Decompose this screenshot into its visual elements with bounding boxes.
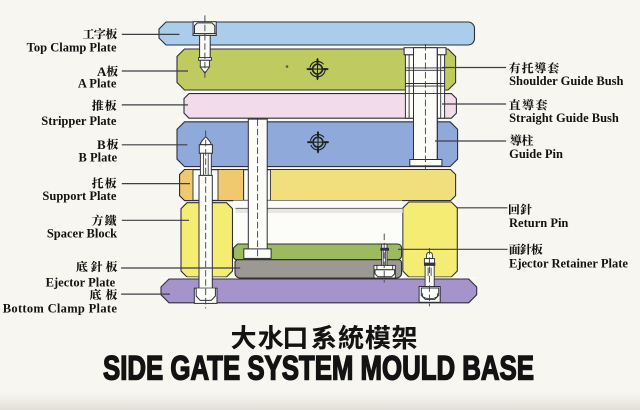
svg-text:Spacer Block: Spacer Block — [47, 227, 117, 241]
svg-text:B: B — [97, 137, 106, 152]
svg-text:Top Clamp Plate: Top Clamp Plate — [27, 40, 117, 54]
svg-text:A Plate: A Plate — [78, 76, 117, 90]
svg-text:Stripper Plate: Stripper Plate — [41, 114, 117, 128]
svg-text:Straight Guide Bush: Straight Guide Bush — [509, 111, 619, 125]
svg-text:Return Pin: Return Pin — [509, 216, 568, 230]
svg-text:Support Plate: Support Plate — [42, 189, 116, 203]
svg-text:A: A — [97, 64, 107, 79]
svg-text:Guide Pin: Guide Pin — [509, 147, 563, 161]
svg-text:SIDE GATE SYSTEM MOULD BASE: SIDE GATE SYSTEM MOULD BASE — [103, 350, 534, 387]
svg-text:Bottom Clamp Plate: Bottom Clamp Plate — [3, 302, 118, 316]
svg-text:Ejector Plate: Ejector Plate — [46, 275, 116, 289]
svg-text:B Plate: B Plate — [79, 150, 118, 164]
svg-text:Shoulder Guide Bush: Shoulder Guide Bush — [509, 74, 623, 88]
svg-text:Ejector Retainer Plate: Ejector Retainer Plate — [509, 256, 628, 270]
